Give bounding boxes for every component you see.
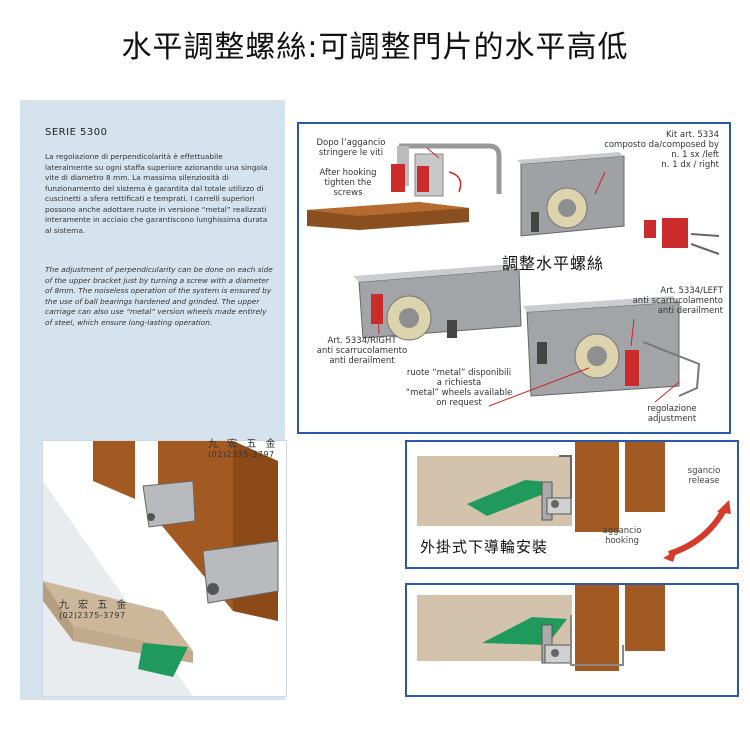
door-profile: [575, 442, 619, 532]
adjust-screw-label: 調整水平螺絲: [502, 254, 605, 273]
watermark-bottom: 九 宏 五 金 (02)2375-3797: [59, 600, 130, 621]
italian-description: La regolazione di perpendicolarità è eff…: [45, 152, 268, 235]
bracket-illustration: [307, 143, 720, 407]
green-rail: [138, 643, 188, 677]
rail: [467, 480, 549, 516]
door-install-illustration: 九 宏 五 金 (02)2375-3797: [42, 440, 287, 697]
english-description: The adjustment of perpendicularity can b…: [45, 265, 273, 327]
page-title: 水平調整螺絲:可調整門片的水平高低: [121, 30, 629, 65]
rail-detail-bottom: [405, 583, 739, 697]
install-caption: 外掛式下導輪安裝: [420, 538, 549, 556]
watermark-top: 九 宏 五 金 (02)2375-3797: [208, 439, 279, 460]
serie-heading: SERIE 5300: [45, 127, 108, 138]
